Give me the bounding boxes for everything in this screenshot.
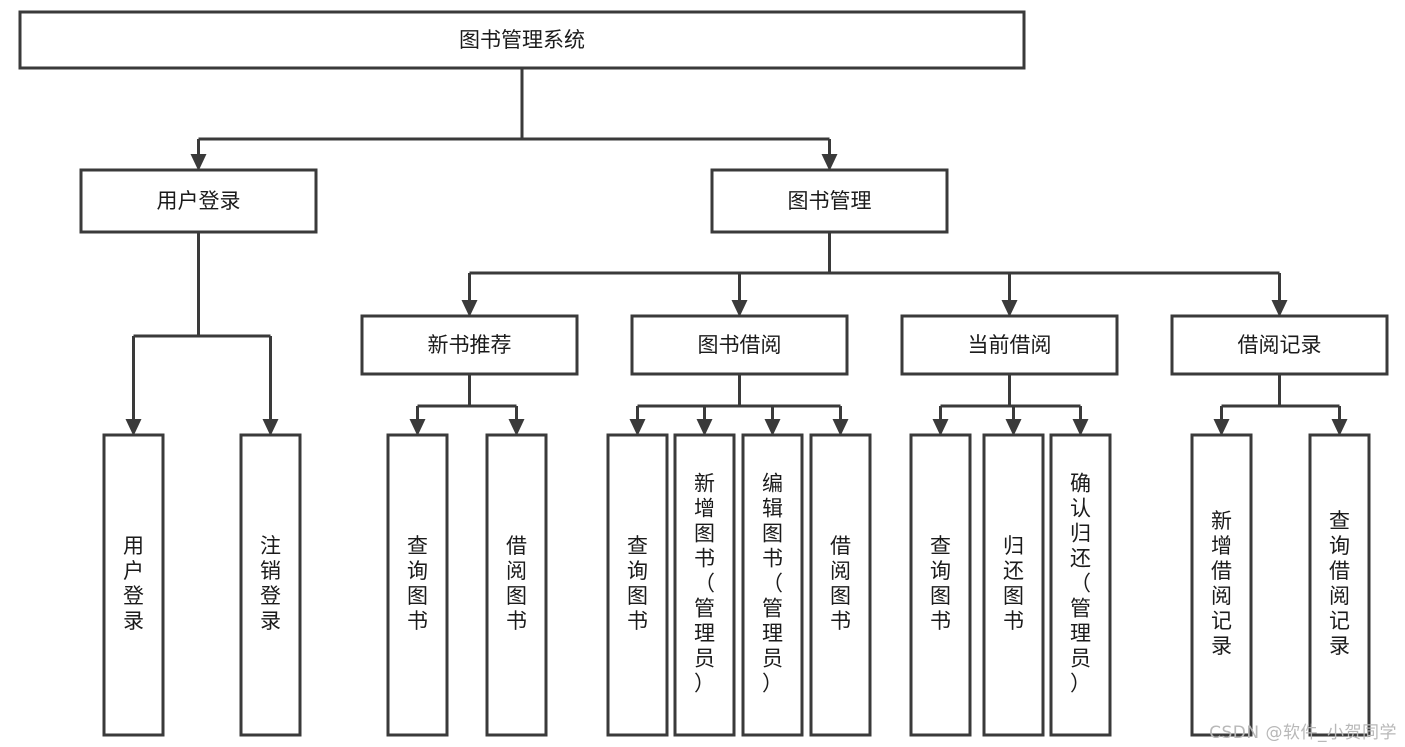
node-label: 图书借阅 <box>698 333 782 357</box>
node-box[interactable] <box>741 433 804 737</box>
node-leaf-logout[interactable]: 注销登录 <box>239 433 302 737</box>
node-box[interactable] <box>710 168 949 234</box>
node-box[interactable] <box>18 10 1026 70</box>
node-label: 新书推荐 <box>428 333 512 357</box>
node-label: 图书管理系统 <box>459 28 585 52</box>
node-current-borrow[interactable]: 当前借阅 <box>900 314 1119 376</box>
node-box[interactable] <box>809 433 872 737</box>
connector-group <box>932 374 1089 436</box>
node-label: 确认归还（管理员） <box>1070 472 1091 696</box>
node-label: 用户登录 <box>157 189 241 213</box>
node-leaf-borrow-book-1[interactable]: 借阅图书 <box>485 433 548 737</box>
node-layer: 图书管理系统用户登录图书管理新书推荐图书借阅当前借阅借阅记录用户登录注销登录查询… <box>18 10 1389 737</box>
node-leaf-user-login[interactable]: 用户登录 <box>102 433 165 737</box>
node-box[interactable] <box>900 314 1119 376</box>
node-label: 注销登录 <box>260 534 281 633</box>
node-box[interactable] <box>360 314 579 376</box>
node-box[interactable] <box>606 433 669 737</box>
node-leaf-query-record[interactable]: 查询借阅记录 <box>1308 433 1371 737</box>
node-leaf-edit-book[interactable]: 编辑图书（管理员） <box>741 433 804 737</box>
node-box[interactable] <box>909 433 972 737</box>
connector-group <box>1213 374 1348 436</box>
node-label: 用户登录 <box>123 534 144 633</box>
node-user-login[interactable]: 用户登录 <box>79 168 318 234</box>
node-leaf-add-record[interactable]: 新增借阅记录 <box>1190 433 1253 737</box>
node-box[interactable] <box>673 433 736 737</box>
node-leaf-add-book[interactable]: 新增图书（管理员） <box>673 433 736 737</box>
node-label: 借阅图书 <box>830 534 851 633</box>
node-label: 借阅图书 <box>506 534 527 633</box>
connector-group <box>629 374 849 436</box>
node-box[interactable] <box>239 433 302 737</box>
node-leaf-query-book-1[interactable]: 查询图书 <box>386 433 449 737</box>
node-leaf-confirm-return[interactable]: 确认归还（管理员） <box>1049 433 1112 737</box>
node-label: 新增图书（管理员） <box>694 472 715 696</box>
node-box[interactable] <box>982 433 1045 737</box>
node-label: 查询借阅记录 <box>1329 509 1350 658</box>
node-label: 新增借阅记录 <box>1211 509 1232 658</box>
node-box[interactable] <box>1049 433 1112 737</box>
connector-layer <box>125 68 1348 436</box>
node-label: 图书管理 <box>788 189 872 213</box>
node-root[interactable]: 图书管理系统 <box>18 10 1026 70</box>
node-book-manage[interactable]: 图书管理 <box>710 168 949 234</box>
node-box[interactable] <box>79 168 318 234</box>
node-label: 借阅记录 <box>1238 333 1322 357</box>
node-label: 编辑图书（管理员） <box>762 472 783 696</box>
node-box[interactable] <box>1308 433 1371 737</box>
connector-group <box>190 68 838 171</box>
node-box[interactable] <box>630 314 849 376</box>
node-book-borrow[interactable]: 图书借阅 <box>630 314 849 376</box>
connector-group <box>409 374 525 436</box>
node-box[interactable] <box>102 433 165 737</box>
node-new-book-recommend[interactable]: 新书推荐 <box>360 314 579 376</box>
node-box[interactable] <box>1190 433 1253 737</box>
connector-group <box>125 232 279 436</box>
node-label: 查询图书 <box>627 534 648 633</box>
node-borrow-record[interactable]: 借阅记录 <box>1170 314 1389 376</box>
node-label: 当前借阅 <box>968 333 1052 357</box>
node-leaf-query-book-3[interactable]: 查询图书 <box>909 433 972 737</box>
node-leaf-borrow-book-2[interactable]: 借阅图书 <box>809 433 872 737</box>
node-box[interactable] <box>386 433 449 737</box>
connector-group <box>461 232 1288 317</box>
node-label: 归还图书 <box>1003 534 1024 633</box>
node-leaf-return-book[interactable]: 归还图书 <box>982 433 1045 737</box>
node-label: 查询图书 <box>930 534 951 633</box>
node-box[interactable] <box>485 433 548 737</box>
node-leaf-query-book-2[interactable]: 查询图书 <box>606 433 669 737</box>
node-box[interactable] <box>1170 314 1389 376</box>
node-label: 查询图书 <box>407 534 428 633</box>
